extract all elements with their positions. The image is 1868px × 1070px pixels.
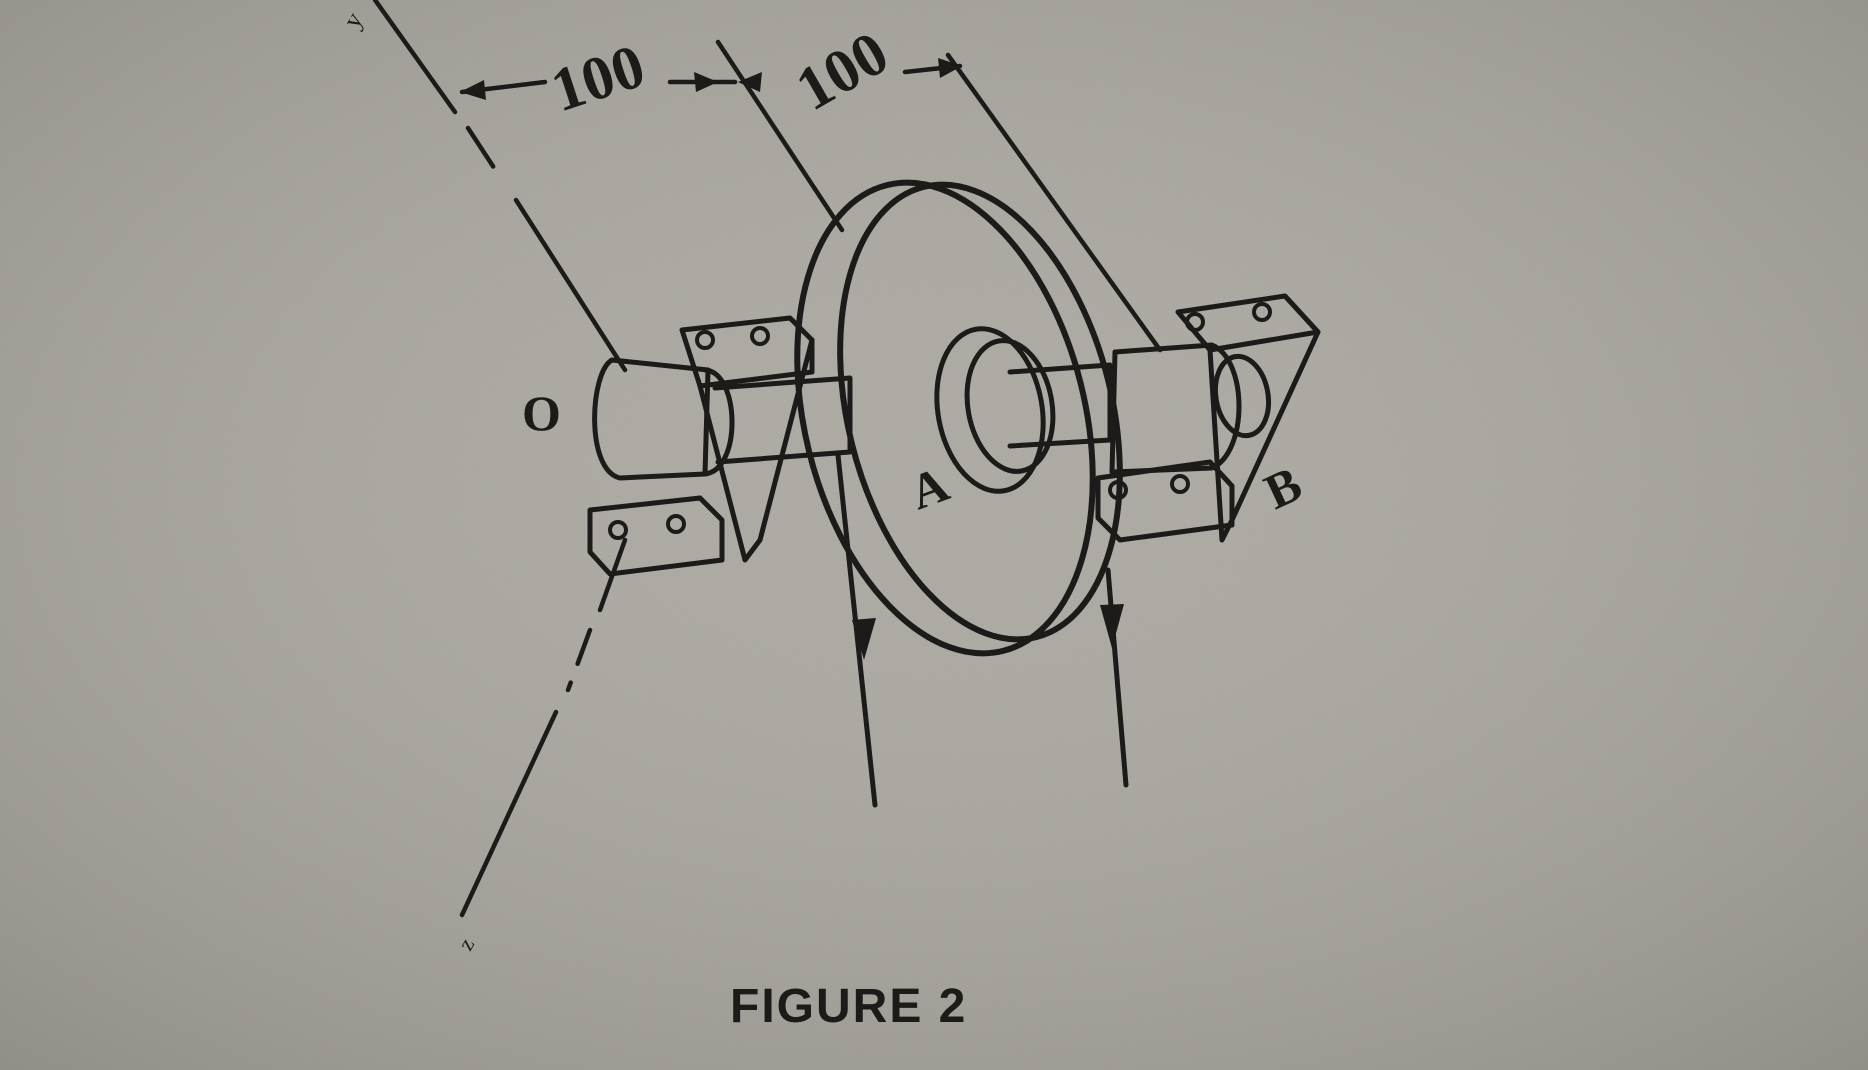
left-bearing-block xyxy=(587,315,815,577)
dimension-extension-lines xyxy=(715,39,1163,353)
y-axis xyxy=(372,0,628,373)
pulley-disc xyxy=(794,179,1123,657)
dimension-arrowheads xyxy=(460,58,962,100)
point-label-O: O xyxy=(522,385,561,441)
figure-caption: FIGURE 2 xyxy=(730,980,967,1033)
right-bearing-block xyxy=(1095,293,1321,543)
belt-force-arrowheads xyxy=(852,604,1124,660)
